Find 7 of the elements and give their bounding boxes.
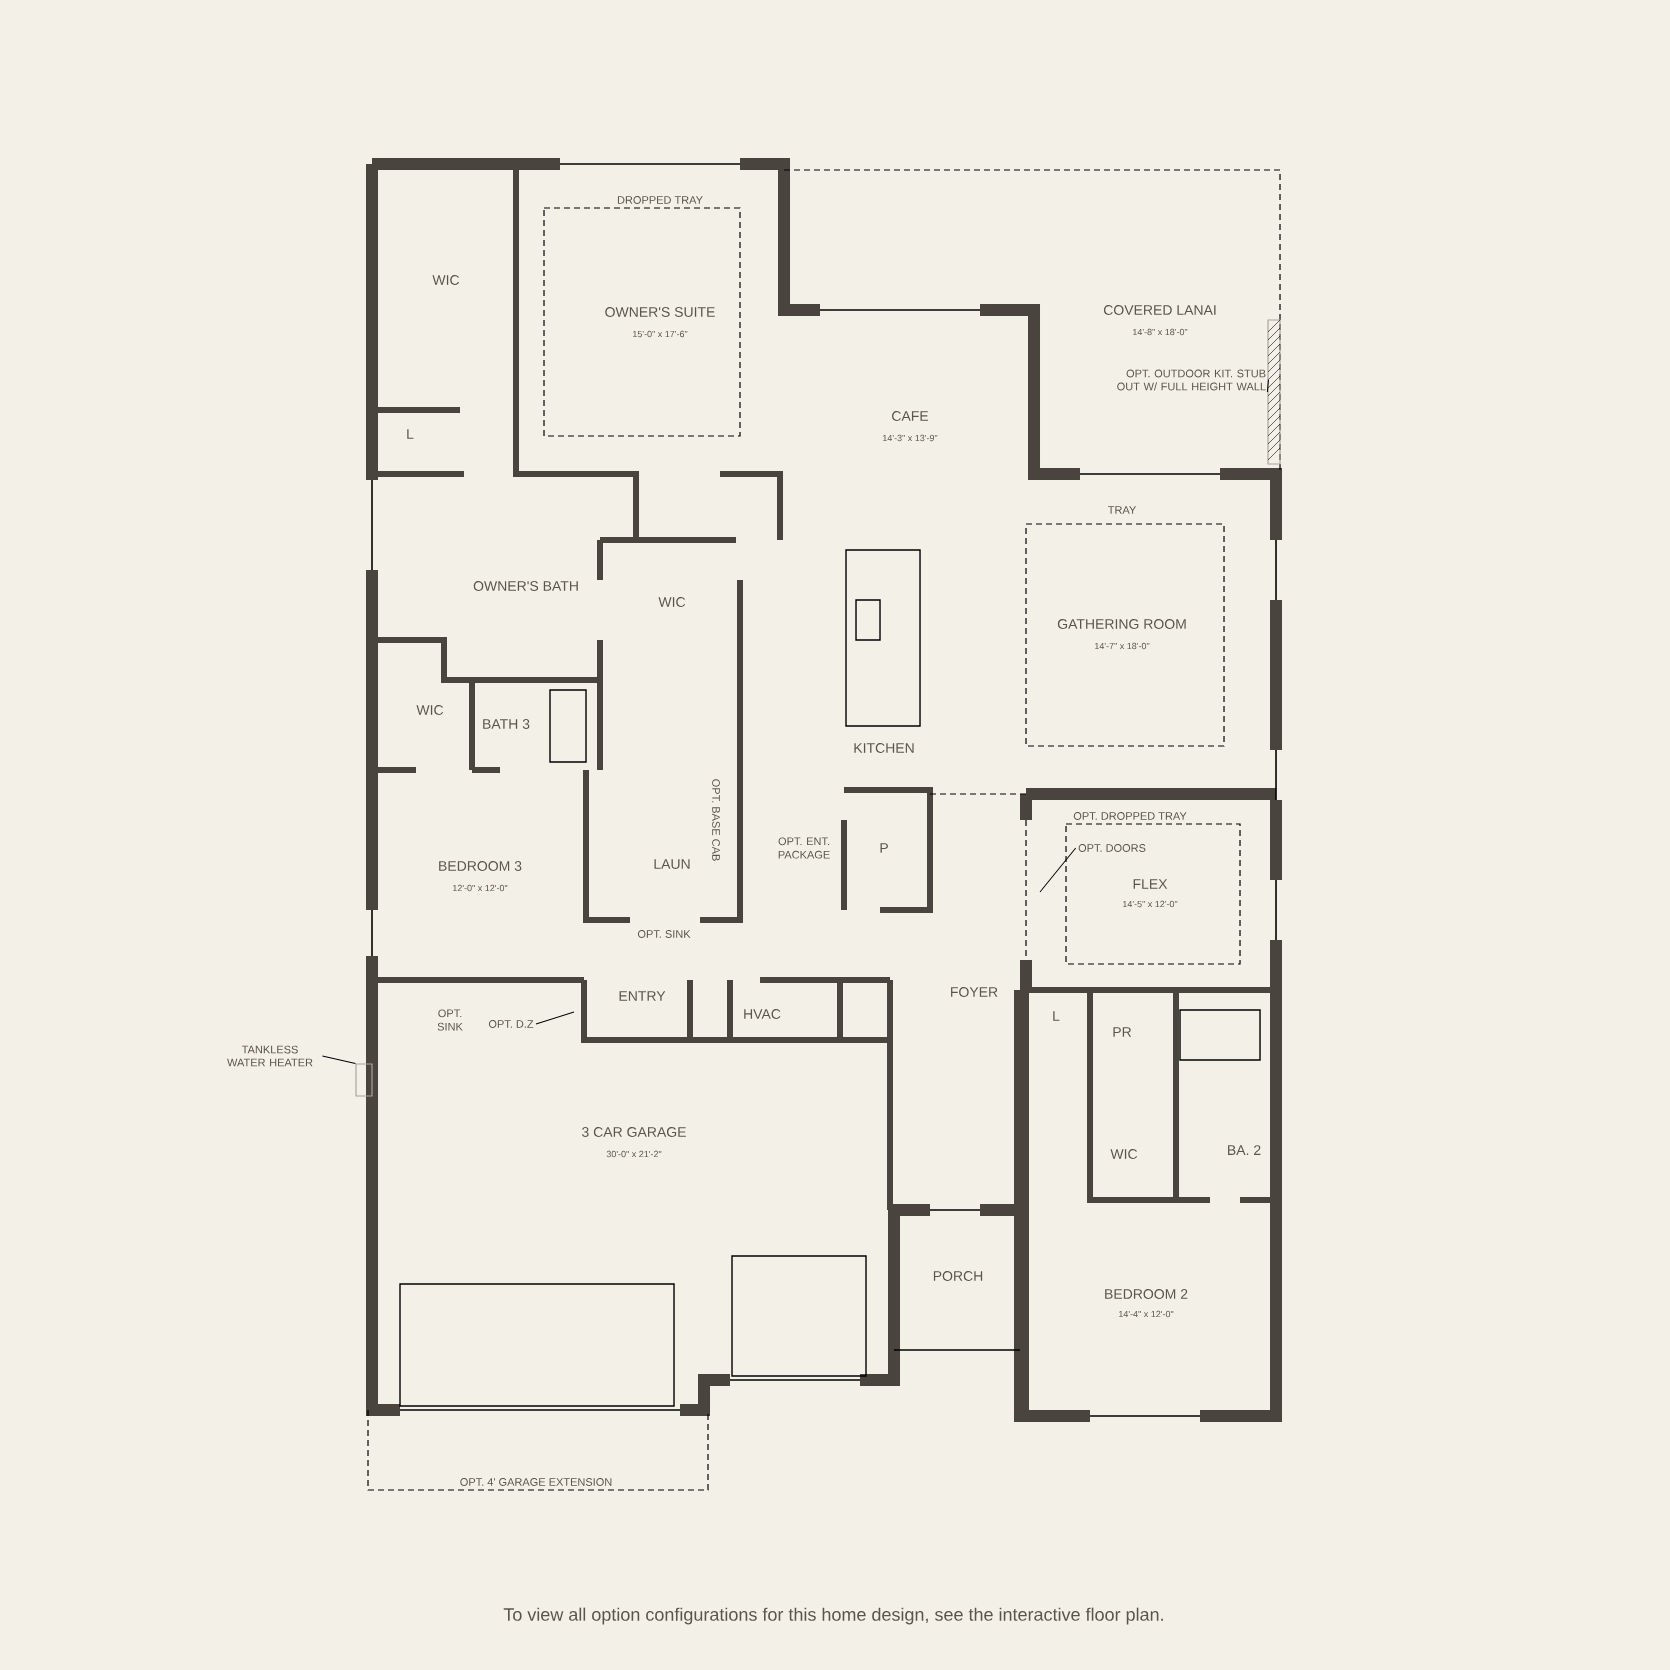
- leader-line: [321, 1055, 356, 1064]
- caption: To view all option configurations for this home design, see the interactive floor plan.: [503, 1607, 1163, 1625]
- leader-line: [535, 1011, 575, 1025]
- water-heater-box: [355, 1063, 373, 1097]
- hatched-wall: [1267, 319, 1281, 465]
- leader-line: [1039, 847, 1077, 893]
- leader-line: [1266, 379, 1269, 393]
